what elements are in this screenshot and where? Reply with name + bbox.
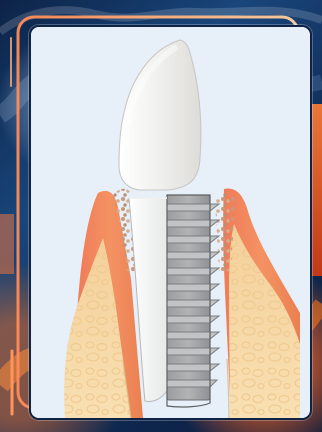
dental-implant-diagram <box>31 27 310 418</box>
illustration-panel <box>29 25 312 420</box>
